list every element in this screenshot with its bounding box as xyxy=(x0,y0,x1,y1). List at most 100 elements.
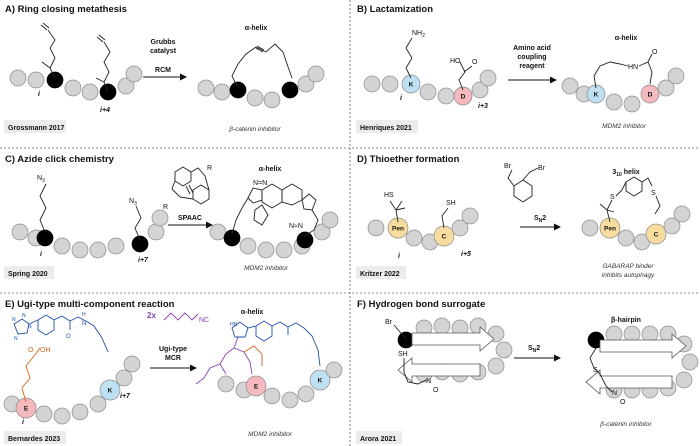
panel-b-product-residue-k xyxy=(586,84,606,104)
residue-bead xyxy=(197,79,215,97)
panel-d-residue-c-label: C xyxy=(442,233,447,240)
panel-f: F) Hydrogen bond surrogate Br SH N O SN2… xyxy=(356,299,699,444)
residue-bead xyxy=(487,357,505,375)
residue-bead xyxy=(35,405,53,423)
panel-c-arrow-label: SPAAC xyxy=(178,215,202,222)
panel-d-residue-pen-label: Pen xyxy=(392,225,404,232)
panel-d-target2: inhibits autophagy xyxy=(602,272,655,279)
residue-bead xyxy=(217,375,235,393)
panel-c-conformation: α-helix xyxy=(259,166,282,173)
panel-e-title: E) Ugi-type multi-component reaction xyxy=(5,299,175,310)
panel-a-macrocycle-staple xyxy=(231,43,293,89)
residue-bead xyxy=(617,229,635,247)
residue-bead xyxy=(657,79,675,97)
panel-b-conformation: α-helix xyxy=(615,35,638,42)
panel-b-target: MDM2 inhibitor xyxy=(602,123,647,130)
panel-e-residue-k xyxy=(99,379,121,401)
residue-bead xyxy=(437,87,455,105)
panel-a-arrow-top: Grubbs xyxy=(151,39,176,46)
panel-d-product-residue-pen xyxy=(599,217,621,239)
residue-bead xyxy=(115,369,133,387)
residue-bead xyxy=(64,79,82,97)
panel-f-arrow-label: SN2 xyxy=(528,345,540,354)
residue-bead xyxy=(27,71,45,89)
residue-bead xyxy=(471,81,489,99)
residue-bead xyxy=(479,69,497,87)
residue-bead xyxy=(107,237,125,255)
panel-c-r-bot: R xyxy=(163,204,168,211)
panel-d-hs: HS xyxy=(384,192,394,199)
residue-bead xyxy=(321,211,339,229)
panel-c-residue-i7 xyxy=(131,235,149,253)
panel-b-hn: HN xyxy=(628,64,638,71)
panel-d-citation-box xyxy=(356,266,406,279)
residue-bead xyxy=(125,65,143,83)
residue-bead xyxy=(307,65,325,83)
residue-bead xyxy=(123,355,141,373)
panel-c-product-chain xyxy=(209,211,339,259)
residue-bead xyxy=(147,223,165,241)
panel-a-citation-box xyxy=(4,120,66,133)
panel-d-target: GABARAP binder xyxy=(602,263,654,270)
panel-e-product-chain: EK xyxy=(217,361,343,409)
panel-c-reactant-chain xyxy=(11,209,169,259)
panel-d-arrow-label: SN2 xyxy=(534,215,546,224)
panel-b-citation-box xyxy=(356,120,418,133)
panel-b-ho: HO xyxy=(450,58,461,65)
residue-bead xyxy=(495,341,513,359)
panel-e-target: MDM2 inhibitor xyxy=(248,431,293,438)
panel-e-conformation: α-helix xyxy=(241,309,264,316)
panel-e-product-hn: HN xyxy=(230,322,238,328)
residue-bead xyxy=(405,229,423,247)
panel-c-bis-triazole: N=N N≈N xyxy=(231,180,319,237)
panel-f-product-bridge xyxy=(589,347,613,393)
panel-e-reactant-chain: EK xyxy=(3,355,141,425)
panel-d-title: D) Thioether formation xyxy=(357,154,460,165)
panel-b-aspartate-chain xyxy=(458,61,473,91)
residue-bead xyxy=(81,83,99,101)
panel-e: E) Ugi-type multi-component reaction N N… xyxy=(3,299,343,444)
panel-d-cys-chain xyxy=(441,207,449,229)
panel-a-alkene-chain-2 xyxy=(96,34,111,93)
panel-b-residue-d xyxy=(453,86,473,106)
panel-d-residue-pen xyxy=(387,217,409,239)
panel-f-product-strand-top xyxy=(599,333,687,359)
panel-d-s2: S xyxy=(651,190,656,197)
panel-a-arrow-bottom: RCM xyxy=(155,67,171,74)
panel-b-arrow-top: Amino acid xyxy=(513,45,551,52)
panel-d-res-i: i xyxy=(398,253,401,260)
panel-e-nc: NC xyxy=(199,317,209,324)
panel-f-sh-chain xyxy=(403,358,427,385)
panel-e-res-i: i xyxy=(22,419,25,426)
panel-b-arrow-top2: coupling xyxy=(517,54,546,61)
panel-f-target: β-catenin inhibitor xyxy=(599,421,652,428)
panel-d-res-i5: i+5 xyxy=(461,251,471,258)
residue-bead xyxy=(213,83,231,101)
panel-f-product-o: O xyxy=(620,399,626,406)
panel-a-alkene-chain-1 xyxy=(40,22,56,79)
residue-bead xyxy=(53,237,71,255)
panel-a-target: β-catenin inhibitor xyxy=(228,126,281,133)
panel-c-azide-chain-1 xyxy=(39,183,47,233)
panel-e-arrow-top: Ugi-type xyxy=(159,346,187,353)
panel-d-sh: SH xyxy=(446,200,456,207)
panel-d-br2: Br xyxy=(538,165,546,172)
panel-d-br1: Br xyxy=(504,163,512,170)
panel-a-residue-i xyxy=(46,71,64,89)
panel-f-title: F) Hydrogen bond surrogate xyxy=(357,299,485,310)
panel-d-citation: Kritzer 2022 xyxy=(360,271,400,278)
residue-bead xyxy=(9,69,27,87)
residue-bead xyxy=(675,371,693,389)
panel-a-methyl-1 xyxy=(41,61,51,69)
panel-c-citation-box xyxy=(4,266,54,279)
panel-f-product-n: N xyxy=(612,390,617,397)
panel-c-product-residue-i7 xyxy=(296,231,314,249)
panel-b-residue-k xyxy=(401,74,421,94)
panel-e-product-residue-e xyxy=(245,375,267,397)
panel-a: A) Ring closing metathesis i i+4 Grubbs … xyxy=(4,4,325,133)
residue-bead xyxy=(71,403,89,421)
